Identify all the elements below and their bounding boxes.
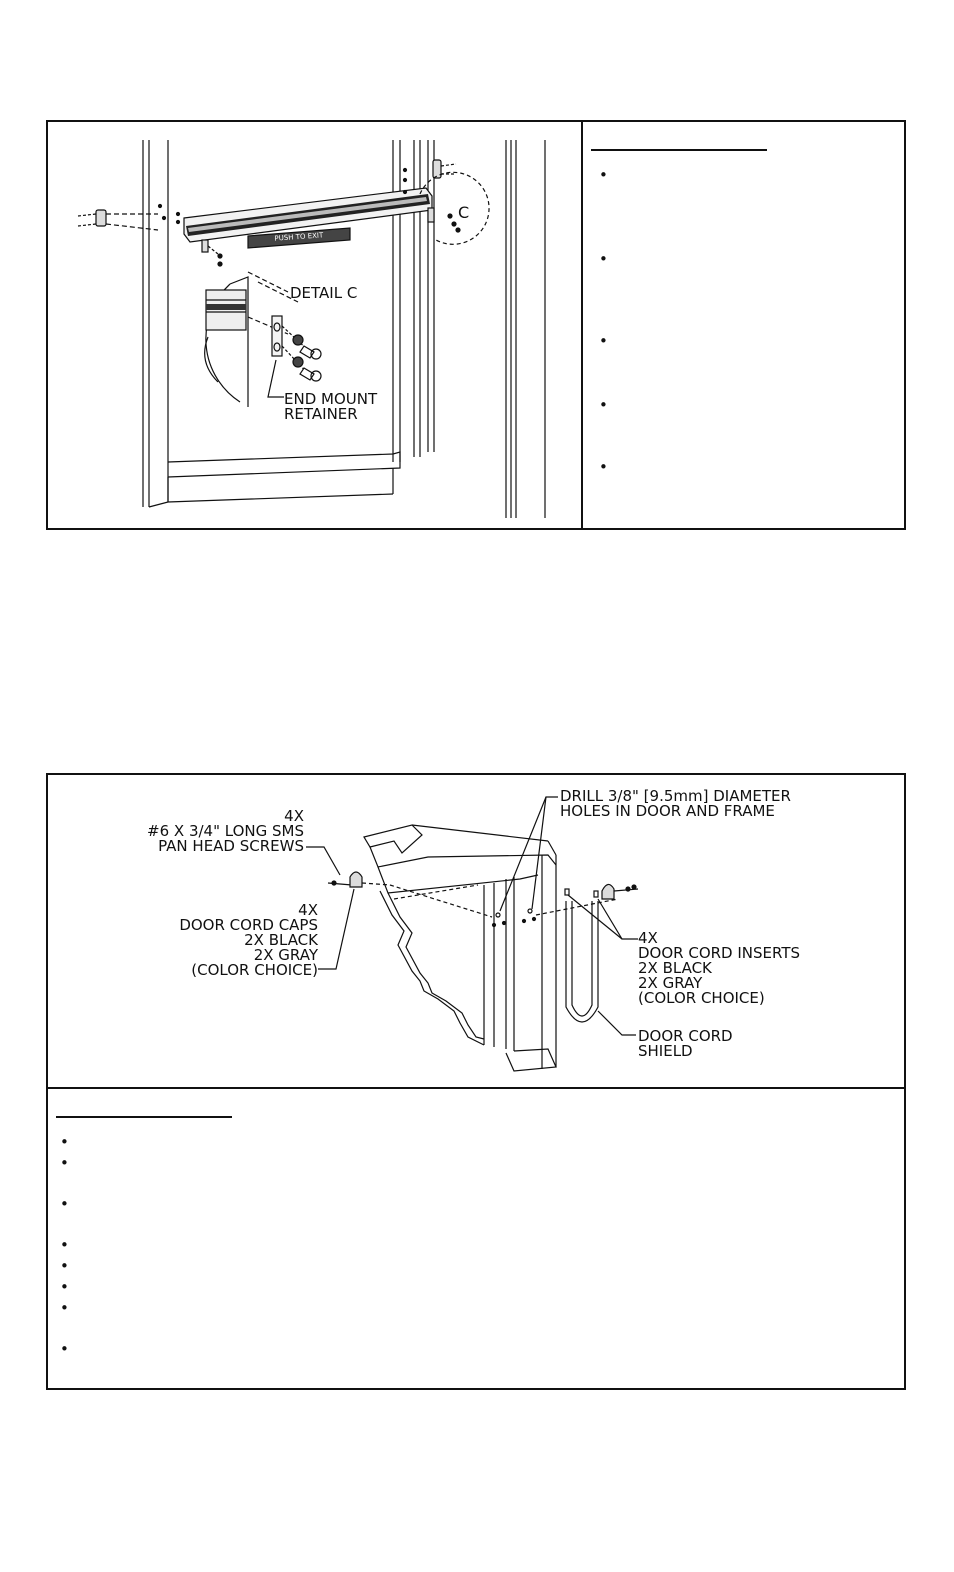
shield-label-line2: SHIELD [638, 1042, 693, 1060]
bullet-5: • [599, 458, 608, 476]
bullet-8: • [60, 1340, 69, 1358]
bullet-4: • [599, 396, 608, 414]
caps-label-line1: 4X [298, 901, 318, 919]
inserts-label-line3: 2X BLACK [638, 959, 713, 977]
inserts-label-line1: 4X [638, 929, 658, 947]
bullet-3: • [599, 332, 608, 350]
screws-label-line3: PAN HEAD SCREWS [158, 837, 304, 855]
drill-label-line2: HOLES IN DOOR AND FRAME [560, 802, 775, 820]
callout-letter-c: C [458, 203, 469, 222]
inserts-label-line4: 2X GRAY [638, 974, 703, 992]
bullet-5: • [60, 1257, 69, 1275]
bullet-6: • [60, 1278, 69, 1296]
detail-c-title: DETAIL C [290, 284, 357, 302]
bullet-2: • [60, 1154, 69, 1172]
door-cord-drawing: 4X #6 X 3/4" LONG SMS PAN HEAD SCREWS 4X… [147, 787, 800, 1072]
push-to-exit-label: PUSH TO EXIT [274, 231, 324, 242]
retainer-label-line2: RETAINER [284, 405, 358, 423]
panel-divider [48, 1087, 904, 1089]
caps-label-line3: 2X BLACK [244, 931, 319, 949]
screws-label-line2: #6 X 3/4" LONG SMS [147, 822, 304, 840]
install-panel-bottom: 4X #6 X 3/4" LONG SMS PAN HEAD SCREWS 4X… [46, 773, 906, 1390]
caps-label-line2: DOOR CORD CAPS [179, 916, 318, 934]
exit-device-drawing: C PUSH TO EXIT DETAIL C END MOUNT RETAIN… [77, 140, 546, 518]
bullet-7: • [60, 1299, 69, 1317]
bullet-4: • [60, 1236, 69, 1254]
caps-label-line4: 2X GRAY [254, 946, 319, 964]
section-heading-rule [591, 149, 767, 151]
inserts-label-line5: (COLOR CHOICE) [638, 989, 765, 1007]
caps-label-line5: (COLOR CHOICE) [191, 961, 318, 979]
section-heading-rule [56, 1116, 232, 1118]
bullet-1: • [60, 1133, 69, 1151]
drill-label-line1: DRILL 3/8" [9.5mm] DIAMETER [560, 787, 791, 805]
shield-label-line1: DOOR CORD [638, 1027, 733, 1045]
bullet-3: • [60, 1195, 69, 1213]
panel-divider [581, 122, 583, 528]
bullet-2: • [599, 250, 608, 268]
install-panel-top: C PUSH TO EXIT DETAIL C END MOUNT RETAIN… [46, 120, 906, 530]
retainer-label-line1: END MOUNT [284, 390, 378, 408]
inserts-label-line2: DOOR CORD INSERTS [638, 944, 800, 962]
bullet-1: • [599, 166, 608, 184]
screws-label-line1: 4X [284, 807, 304, 825]
